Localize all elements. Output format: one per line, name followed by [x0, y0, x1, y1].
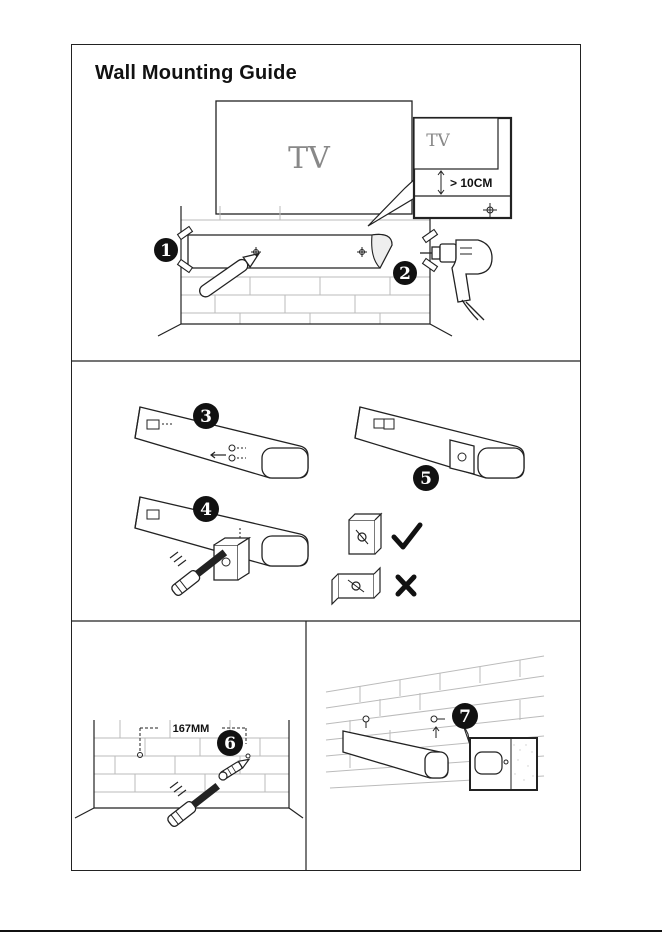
step-2-badge: 2	[393, 261, 417, 285]
svg-text:2: 2	[399, 264, 411, 284]
section-wall-marking: TV	[154, 101, 511, 336]
bracket-incorrect	[332, 568, 380, 604]
step-3-badge: 3	[193, 403, 219, 429]
clearance-label: > 10CM	[450, 176, 492, 190]
step-4-badge: 4	[193, 496, 219, 522]
checkmark-icon	[394, 525, 420, 547]
tv-label: TV	[288, 141, 331, 176]
zoom-inset-hang	[462, 722, 537, 790]
soundbar-step3	[135, 407, 308, 478]
page-bottom-rule	[0, 930, 662, 932]
step-7-badge: 7	[452, 703, 478, 729]
cross-icon	[398, 577, 414, 594]
soundbar-step5	[355, 407, 524, 478]
step-6-badge: 6	[217, 730, 243, 756]
zoom-tv-label: TV	[426, 131, 450, 151]
svg-text:5: 5	[420, 469, 432, 489]
svg-text:7: 7	[459, 707, 471, 727]
step-5-badge: 5	[413, 465, 439, 491]
step-1-badge: 1	[154, 238, 178, 262]
screw-and-anchor-icon	[219, 754, 251, 780]
svg-text:4: 4	[200, 500, 212, 520]
soundbar-step7	[343, 731, 448, 778]
mounting-template	[188, 234, 392, 268]
svg-text:6: 6	[224, 734, 236, 754]
svg-text:3: 3	[200, 407, 212, 427]
soundbar-step4	[135, 497, 308, 580]
bracket-correct	[349, 514, 381, 554]
section-wall-screws: 167MM	[75, 720, 303, 828]
spacing-label: 167MM	[173, 723, 210, 735]
svg-text:1: 1	[160, 241, 172, 261]
drill-icon	[420, 240, 492, 320]
section-bracket-install: 3	[135, 403, 524, 604]
screwdriver-icon-step6	[166, 782, 221, 828]
section-hang-soundbar: 7	[326, 656, 544, 790]
